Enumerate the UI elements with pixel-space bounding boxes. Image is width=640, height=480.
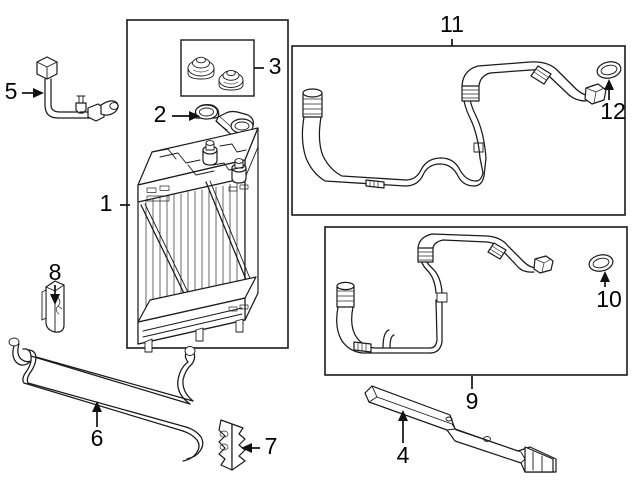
upper-hose-assembly: [301, 61, 607, 189]
callout-label-12: 12: [600, 98, 626, 124]
radiator-top-pegs: [202, 140, 247, 184]
callout-label-8: 8: [49, 259, 62, 285]
o-ring-upper: [596, 61, 622, 79]
cooler-line-bracket: [218, 419, 246, 471]
callout-label-6: 6: [91, 425, 104, 451]
panel-lower-hose: [324, 226, 628, 376]
callout-label-1: 1: [100, 190, 113, 216]
lower-hose-assembly: [336, 233, 554, 354]
callout-12: 12: [600, 79, 626, 124]
callout-label-9: 9: [466, 388, 479, 414]
insulator-bushing-right: [218, 69, 244, 91]
callout-label-11: 11: [440, 11, 464, 37]
callout-7: 7: [241, 433, 277, 459]
radiator-mounting-bracket: [194, 103, 255, 137]
callout-label-2: 2: [154, 101, 167, 127]
callout-10: 10: [596, 271, 622, 312]
callout-label-3: 3: [269, 53, 282, 79]
callout-6: 6: [91, 401, 104, 451]
panel-upper-hose: [291, 45, 626, 216]
callout-4: 4: [397, 410, 410, 468]
overflow-vent-hose: [36, 56, 119, 122]
callout-label-10: 10: [596, 286, 622, 312]
callout-3: 3: [254, 53, 281, 79]
o-ring-lower: [588, 254, 614, 272]
callout-label-4: 4: [397, 442, 410, 468]
callout-8: 8: [49, 259, 62, 305]
callout-5: 5: [5, 78, 44, 104]
callout-label-7: 7: [265, 433, 278, 459]
callout-11: 11: [440, 11, 464, 46]
callout-2: 2: [154, 101, 200, 127]
oil-cooler-tube: [8, 337, 204, 462]
air-deflector: [364, 385, 557, 473]
callout-label-5: 5: [5, 78, 18, 104]
retainer-clip: [41, 280, 65, 333]
callout-9: 9: [466, 376, 479, 414]
radiator-assembly: [137, 127, 259, 353]
insulator-bushing-left: [187, 56, 215, 80]
callout-1: 1: [100, 190, 130, 216]
